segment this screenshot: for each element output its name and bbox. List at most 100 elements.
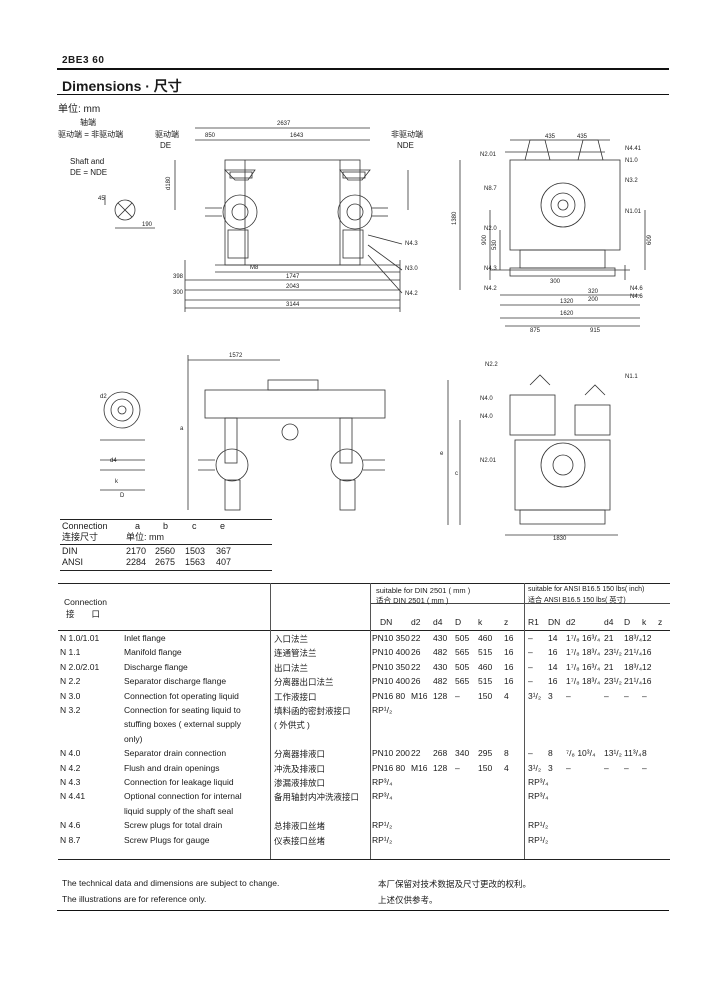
- row-description-en: Inlet flange: [124, 633, 166, 643]
- ansi-cell: –: [566, 690, 571, 701]
- row-description-cn: 备用轴封内冲洗液接口: [274, 792, 360, 803]
- unit-label: 单位: mm: [58, 104, 101, 115]
- din-cell: 150: [478, 690, 493, 701]
- svg-text:N4.2: N4.2: [405, 291, 418, 297]
- din-cell: –: [455, 690, 460, 701]
- din-cell: PN10 400: [372, 676, 410, 687]
- din-title-cn: 适合 DIN 2501 ( mm ): [376, 596, 449, 605]
- row-description-en: Separator discharge flange: [124, 676, 227, 687]
- spec-header-cn: 接 口: [66, 609, 101, 619]
- row-description-en: Connection fot operating liquid: [124, 690, 239, 701]
- ansi-cell: –: [528, 748, 533, 759]
- row-id: N 4.3: [60, 777, 81, 787]
- din-cell: 16: [504, 633, 514, 643]
- svg-text:915: 915: [590, 328, 601, 334]
- svg-text:d2: d2: [100, 394, 107, 400]
- header-rule: [57, 68, 669, 70]
- svg-text:3144: 3144: [286, 302, 300, 308]
- din-cell: 4: [504, 690, 509, 701]
- ansi-cell: 14: [548, 661, 558, 672]
- row-id: N 1.0/1.01: [60, 633, 100, 643]
- ansi-cell: 13¹/₂: [604, 748, 622, 759]
- row-description-cn: 填料函的密封液接口: [274, 706, 351, 716]
- conn-header-en: Connection: [62, 521, 108, 531]
- svg-text:d4: d4: [110, 458, 117, 464]
- ansi-cell: –: [528, 647, 533, 658]
- conn-cell: 2675: [155, 557, 176, 567]
- din-cell: 16: [504, 661, 514, 672]
- ansi-cell: 8: [548, 748, 553, 759]
- din-cell: 482: [433, 676, 448, 687]
- svg-text:N4.6: N4.6: [630, 294, 643, 300]
- ansi-cell: RP¹/₂: [528, 834, 549, 845]
- svg-text:1620: 1620: [560, 311, 574, 317]
- svg-text:e: e: [440, 451, 444, 457]
- din-cell: 26: [411, 647, 421, 658]
- shaft-end-cn: 轴端: [80, 118, 96, 127]
- de-nde-label: DE = NDE: [70, 168, 108, 177]
- row-description-en: only): [124, 733, 143, 744]
- page-title: Dimensions · 尺寸: [62, 78, 182, 94]
- svg-text:d180: d180: [166, 176, 172, 190]
- svg-text:45: 45: [98, 196, 105, 202]
- ansi-cell: 21¹/₄: [624, 647, 643, 658]
- svg-text:N4.0: N4.0: [480, 396, 493, 402]
- din-cell: PN16 80: [372, 690, 406, 701]
- svg-text:850: 850: [205, 133, 216, 139]
- separator-view-drawing: [447, 374, 618, 536]
- din-cell: 128: [433, 690, 448, 701]
- ansi-cell: RP¹/₂: [528, 820, 549, 831]
- row-description-en: Manifold flange: [124, 647, 182, 658]
- conn-col-b: b: [163, 521, 169, 531]
- conn-row-name: DIN: [62, 546, 78, 556]
- drive-end-label: DE: [160, 141, 172, 150]
- row-description-en: stuffing boxes ( external supply: [124, 719, 242, 730]
- footer-en-2: The illustrations are for reference only…: [62, 894, 207, 904]
- ansi-col-header: DN: [548, 617, 561, 627]
- din-cell: PN16 80: [372, 762, 406, 773]
- ansi-cell: 1⁷/₈ 16³/₄: [566, 633, 601, 643]
- svg-text:N1.0: N1.0: [625, 158, 638, 164]
- conn-cell: 407: [216, 557, 232, 567]
- din-cell: 430: [433, 633, 448, 643]
- svg-text:N3.2: N3.2: [625, 178, 638, 184]
- din-cell: 505: [455, 633, 470, 643]
- row-id: N 4.41: [60, 791, 86, 802]
- ansi-col-header: z: [658, 617, 663, 627]
- svg-text:190: 190: [142, 222, 153, 228]
- din-cell: RP³/₄: [372, 791, 393, 802]
- svg-text:1572: 1572: [229, 353, 243, 359]
- ansi-cell: 16: [642, 647, 652, 658]
- table-row: only): [58, 734, 670, 748]
- svg-text:a: a: [180, 426, 184, 432]
- din-cell: PN10 350: [372, 661, 410, 672]
- din-cell: 340: [455, 748, 470, 759]
- row-description-en: Discharge flange: [124, 661, 188, 672]
- din-cell: 565: [455, 676, 470, 687]
- din-cell: 268: [433, 748, 448, 759]
- row-description-cn: 仪表接口丝堵: [274, 835, 326, 846]
- din-cell: 515: [478, 676, 493, 687]
- din-cell: PN10 350: [372, 633, 410, 643]
- din-col-header: z: [504, 617, 509, 627]
- din-cell: 4: [504, 762, 509, 773]
- svg-text:300: 300: [173, 290, 184, 296]
- svg-text:N2.0: N2.0: [484, 226, 497, 232]
- row-description-cn: ( 外供式 ): [274, 720, 310, 731]
- ansi-cell: 23¹/₂: [604, 676, 622, 687]
- ansi-cell: 23¹/₂: [604, 647, 622, 658]
- row-description-en: liquid supply of the shaft seal: [124, 805, 234, 816]
- footer-cn-1: 本厂保留对技术数据及尺寸更改的权利。: [378, 879, 532, 889]
- svg-text:N1.01: N1.01: [625, 209, 642, 215]
- din-cell: 505: [455, 661, 470, 672]
- svg-text:N2.01: N2.01: [480, 458, 497, 464]
- conn-cell: 1503: [185, 546, 206, 556]
- svg-text:c: c: [455, 471, 458, 477]
- svg-text:1380: 1380: [452, 211, 458, 225]
